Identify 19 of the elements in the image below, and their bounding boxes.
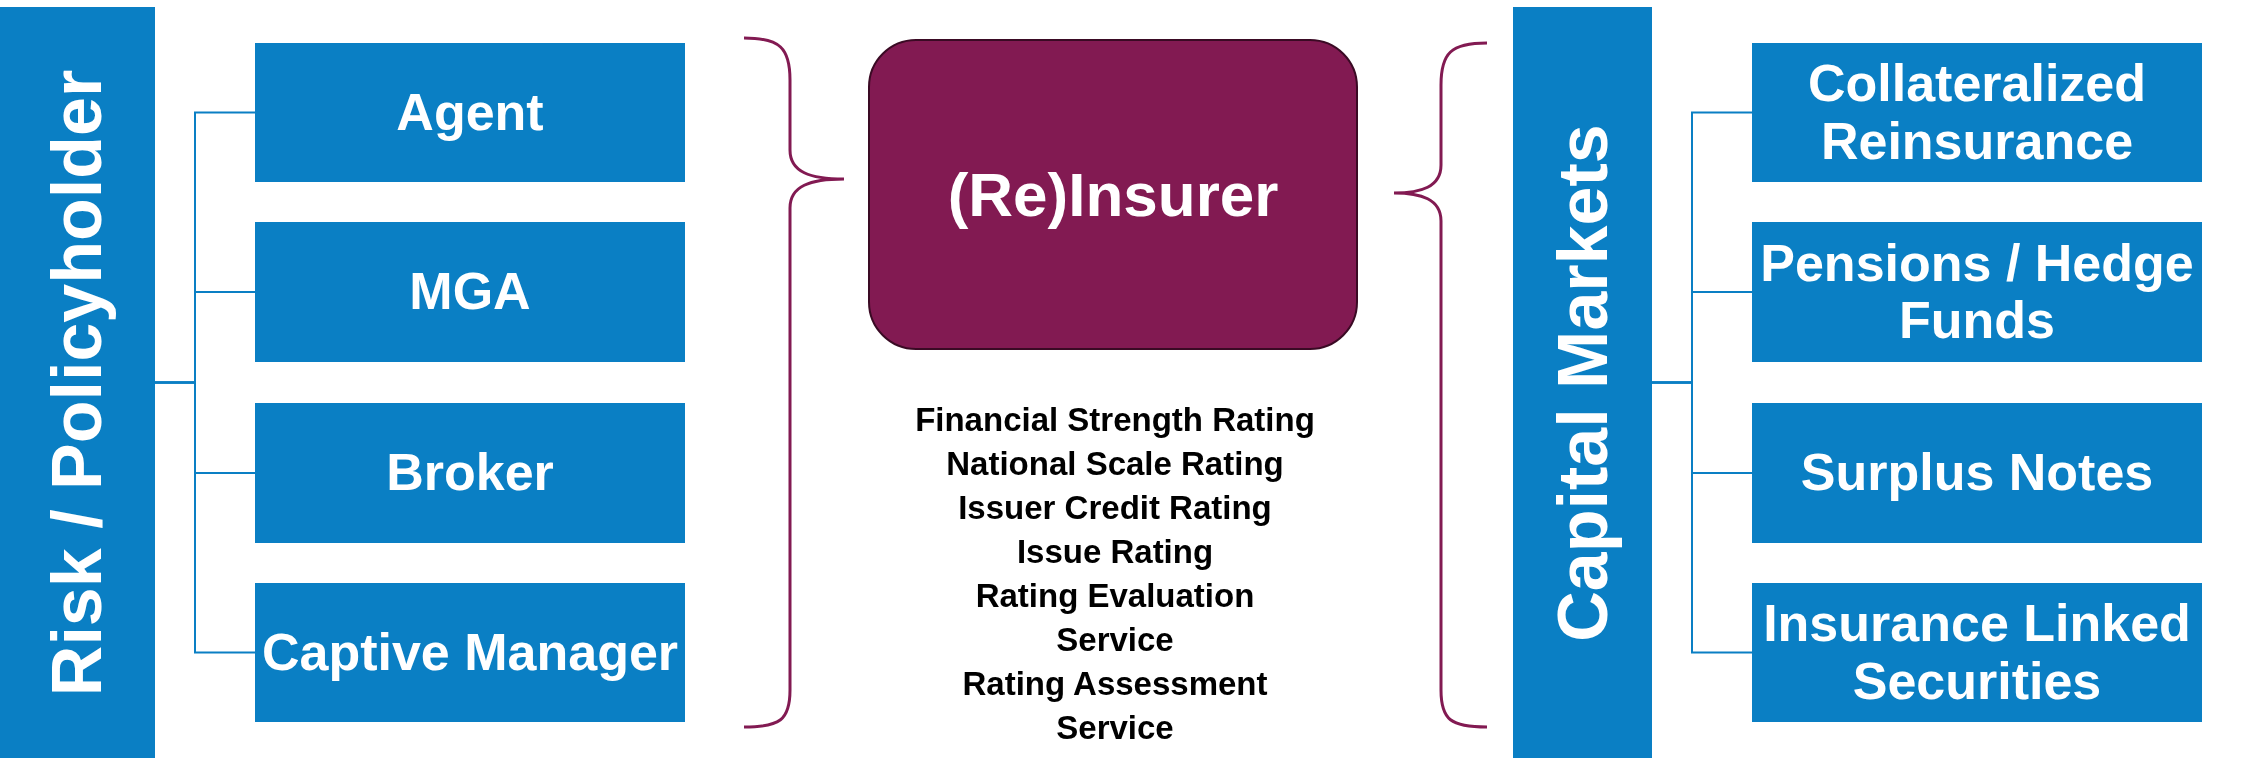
category-bar: Capital Markets (1513, 7, 1652, 758)
process-box: Agent (255, 43, 685, 182)
connector-line (154, 381, 256, 654)
process-box: Captive Manager (255, 583, 685, 722)
process-box: Insurance Linked Securities (1752, 583, 2202, 722)
rating-type: Financial Strength Rating (915, 400, 1315, 440)
rating-type: Rating Assessment Service (961, 664, 1269, 748)
process-box: Pensions / Hedge Funds (1752, 222, 2202, 362)
category-bar: Risk / Policyholder (0, 7, 155, 758)
rating-type: National Scale Rating (945, 444, 1285, 484)
process-box: Surplus Notes (1752, 403, 2202, 543)
rating-type: Issuer Credit Rating (957, 488, 1273, 528)
process-box: Collateralized Reinsurance (1752, 43, 2202, 182)
rating-type: Rating Evaluation Service (974, 576, 1256, 660)
connector-line (1651, 381, 1753, 654)
process-box: Broker (255, 403, 685, 543)
rating-type: Issue Rating (1015, 532, 1215, 572)
process-box: MGA (255, 222, 685, 362)
center-box: (Re)Insurer (868, 39, 1358, 350)
